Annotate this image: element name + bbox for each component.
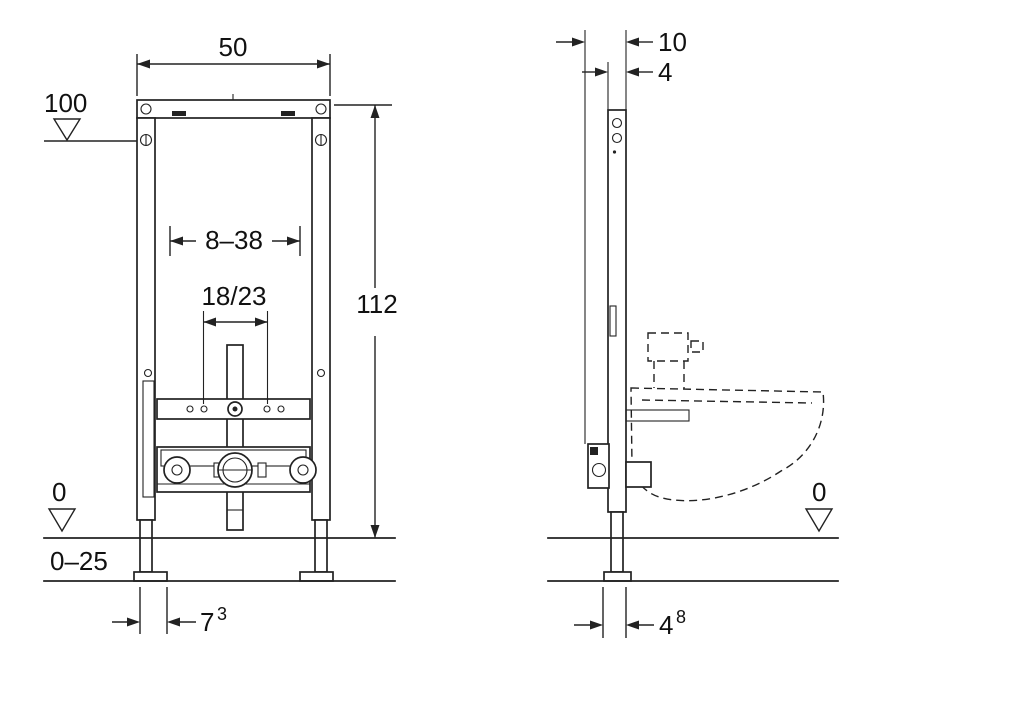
datum-zero-label: 0 <box>52 477 66 507</box>
corner-screw-icon <box>140 103 152 115</box>
drain-bend <box>625 461 652 488</box>
bidet-body <box>630 387 825 502</box>
dim-profile-depth: 4 <box>582 57 672 87</box>
arrow-right-icon <box>572 37 585 47</box>
fixing-bolt-right-icon <box>289 456 317 484</box>
floor-range-label: 0–25 <box>50 546 108 576</box>
foot-plate <box>603 571 632 582</box>
arrow-left-icon <box>626 67 639 77</box>
dim-profile-depth-label: 4 <box>658 57 672 87</box>
arrow-right-icon <box>595 67 608 77</box>
arrow-right-icon <box>317 59 330 69</box>
arrow-left-icon <box>626 37 639 47</box>
rail <box>607 109 627 513</box>
mounting-frame <box>133 94 334 582</box>
arrow-left-icon <box>626 620 639 630</box>
adjustment-rack <box>142 380 155 498</box>
arrow-right-icon <box>255 317 268 327</box>
arrow-right-icon <box>287 236 300 246</box>
right-foot-leg <box>314 519 328 573</box>
datum-triangle-icon <box>804 508 834 533</box>
dim-foot-offset: 7 3 <box>112 587 227 637</box>
dim-frame-height-label: 112 <box>356 289 397 319</box>
dim-foot-depth-label: 4 <box>659 610 673 640</box>
dim-foot-depth-superscript: 8 <box>676 607 686 627</box>
corner-screw-icon <box>315 103 327 115</box>
left-foot-plate <box>133 571 168 582</box>
front-view: 50 100 112 8–38 <box>43 32 398 637</box>
side-view: 10 4 0 4 8 <box>547 27 839 640</box>
arrow-left-icon <box>203 317 216 327</box>
arrow-down-icon <box>370 525 380 538</box>
left-rail <box>136 117 156 521</box>
right-rail <box>311 117 331 521</box>
floor-levels-side: 0 <box>547 477 839 582</box>
dim-bolt-range: 8–38 <box>169 225 301 256</box>
rail-profile <box>587 109 632 582</box>
dim-bolt-spacing-label: 18/23 <box>201 281 266 311</box>
rail-slot <box>609 305 617 337</box>
dim-foot-offset-label: 7 <box>200 607 214 637</box>
drain-and-fixing-assembly <box>156 344 317 531</box>
arrow-right-icon <box>127 617 140 627</box>
arrow-up-icon <box>370 105 380 118</box>
dim-foot-depth: 4 8 <box>574 587 686 640</box>
fixing-bolt-left-icon <box>163 456 191 484</box>
foot-leg <box>610 511 624 573</box>
dim-frame-width: 50 <box>136 32 331 96</box>
dim-depth-total-label: 10 <box>658 27 687 57</box>
dim-bolt-spacing: 18/23 <box>201 281 269 404</box>
fixing-bolt <box>625 409 690 422</box>
datum-triangle-icon <box>47 508 77 533</box>
rail-hole-icon <box>611 117 623 129</box>
arrow-left-icon <box>170 236 183 246</box>
dim-depth-total: 10 <box>556 27 687 57</box>
right-foot-plate <box>299 571 334 582</box>
datum-100-label: 100 <box>44 88 87 118</box>
dim-frame-height: 112 <box>334 104 398 538</box>
arrow-left-icon <box>167 617 180 627</box>
arrow-left-icon <box>137 59 150 69</box>
datum-100: 100 <box>44 88 137 142</box>
datum-zero-label: 0 <box>812 477 826 507</box>
drain-pipe <box>226 344 244 531</box>
dim-bolt-range-label: 8–38 <box>205 225 263 255</box>
datum-triangle-icon <box>52 118 82 142</box>
left-foot-leg <box>139 519 153 573</box>
dim-frame-width-label: 50 <box>219 32 248 62</box>
tap-block <box>647 332 689 362</box>
rail-hole-icon <box>611 132 623 144</box>
arrow-right-icon <box>590 620 603 630</box>
dim-foot-offset-superscript: 3 <box>217 604 227 624</box>
floor-levels-front: 0 0–25 <box>43 477 396 582</box>
bidet-outline <box>625 332 825 502</box>
